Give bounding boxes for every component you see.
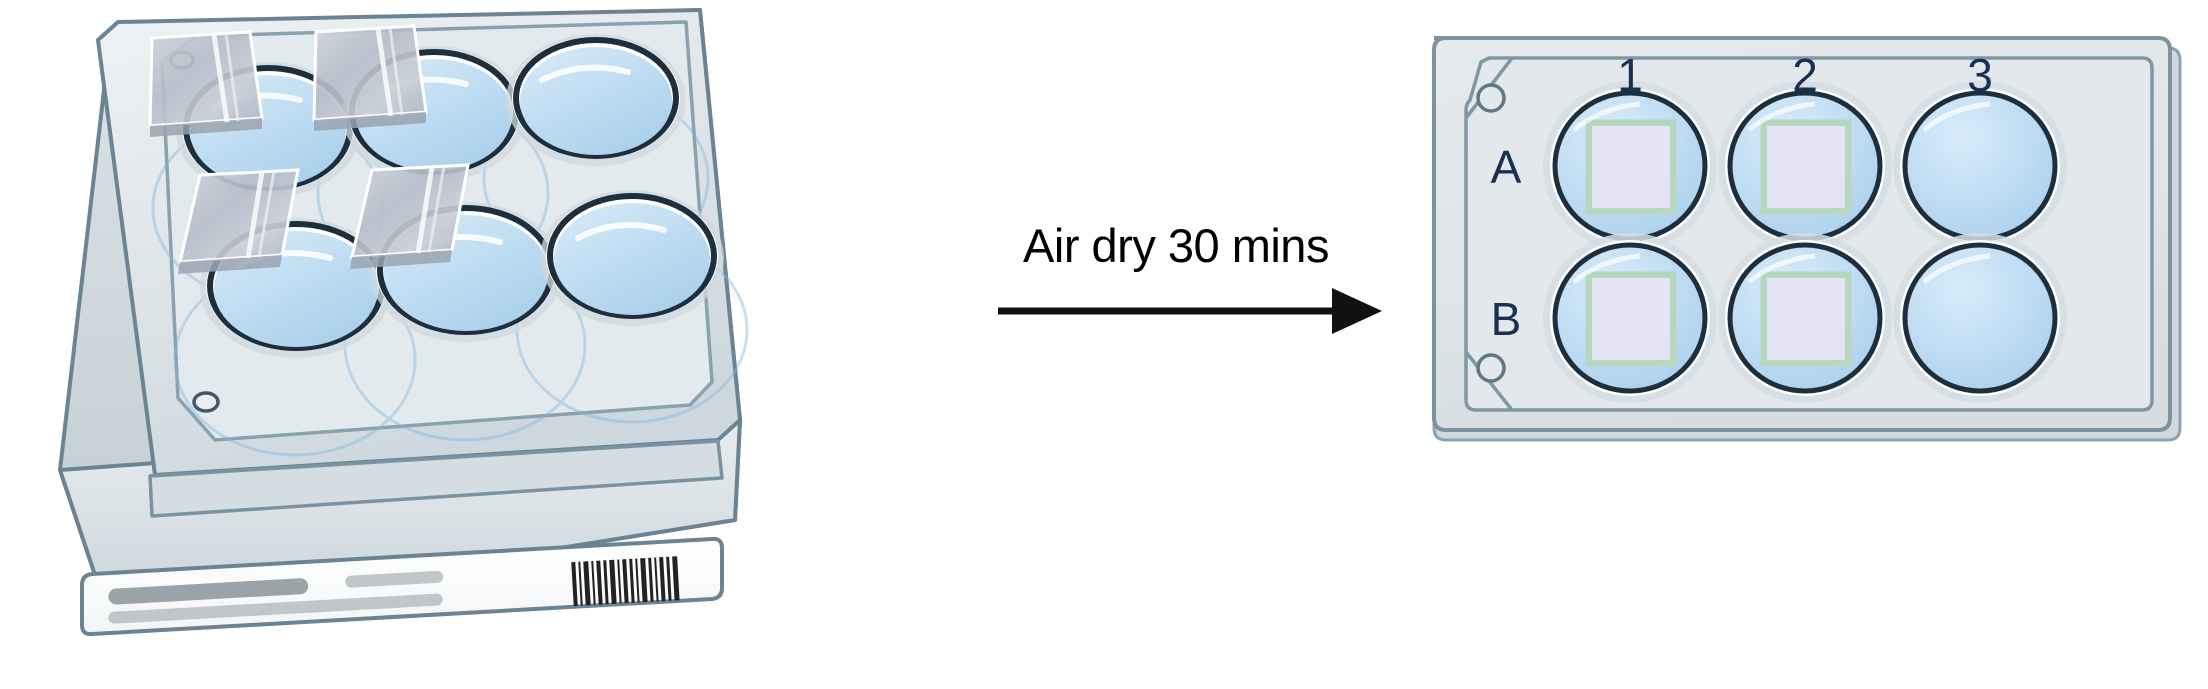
label-write-line-1 bbox=[108, 578, 309, 605]
coverslip-A2 bbox=[312, 24, 428, 131]
coverslip-border-A2 bbox=[1760, 119, 1852, 215]
plate-skirt-band bbox=[148, 439, 724, 518]
row-header-A: A bbox=[1490, 141, 1522, 193]
result-well-B3 bbox=[1893, 233, 2067, 403]
result-well-B2 bbox=[1718, 233, 1892, 403]
coverslip-B2 bbox=[350, 163, 470, 269]
source-well-A3 bbox=[506, 34, 686, 166]
column-header-1: 1 bbox=[1617, 49, 1643, 101]
arrow-head bbox=[1332, 288, 1382, 334]
source-well-B2 bbox=[370, 202, 562, 342]
result-well-A3 bbox=[1893, 81, 2067, 251]
coverslip-border-A1 bbox=[1585, 119, 1677, 215]
plate-label-strip bbox=[80, 536, 724, 637]
result-well-A1 bbox=[1543, 81, 1717, 251]
coverslip-A1 bbox=[148, 30, 264, 137]
label-write-line-2 bbox=[345, 570, 444, 588]
coverslip-border-B1 bbox=[1585, 271, 1677, 367]
coverslip-fill-A1 bbox=[1592, 126, 1670, 208]
row-header-B: B bbox=[1490, 293, 1522, 345]
result-alignment-hole-top bbox=[1476, 83, 1506, 113]
process-arrow bbox=[998, 288, 1382, 334]
alignment-hole-bottom bbox=[192, 391, 220, 413]
column-header-2: 2 bbox=[1792, 49, 1818, 101]
source-well-B3 bbox=[540, 190, 724, 326]
result-well-B1 bbox=[1543, 233, 1717, 403]
result-plate-group bbox=[1432, 36, 2182, 442]
coverslip-fill-B2 bbox=[1767, 278, 1845, 360]
coverslip-B1 bbox=[178, 168, 300, 274]
result-alignment-hole-bottom bbox=[1476, 353, 1506, 383]
result-well-A2 bbox=[1718, 81, 1892, 251]
label-write-line-3 bbox=[108, 593, 443, 624]
coverslip-border-B2 bbox=[1760, 271, 1852, 367]
coverslip-fill-A2 bbox=[1767, 126, 1845, 208]
barcode-icon bbox=[571, 556, 680, 607]
column-header-3: 3 bbox=[1967, 49, 1993, 101]
coverslip-fill-B1 bbox=[1592, 278, 1670, 360]
step-label: Air dry 30 mins bbox=[1023, 219, 1329, 272]
source-plate-group bbox=[58, 8, 749, 637]
